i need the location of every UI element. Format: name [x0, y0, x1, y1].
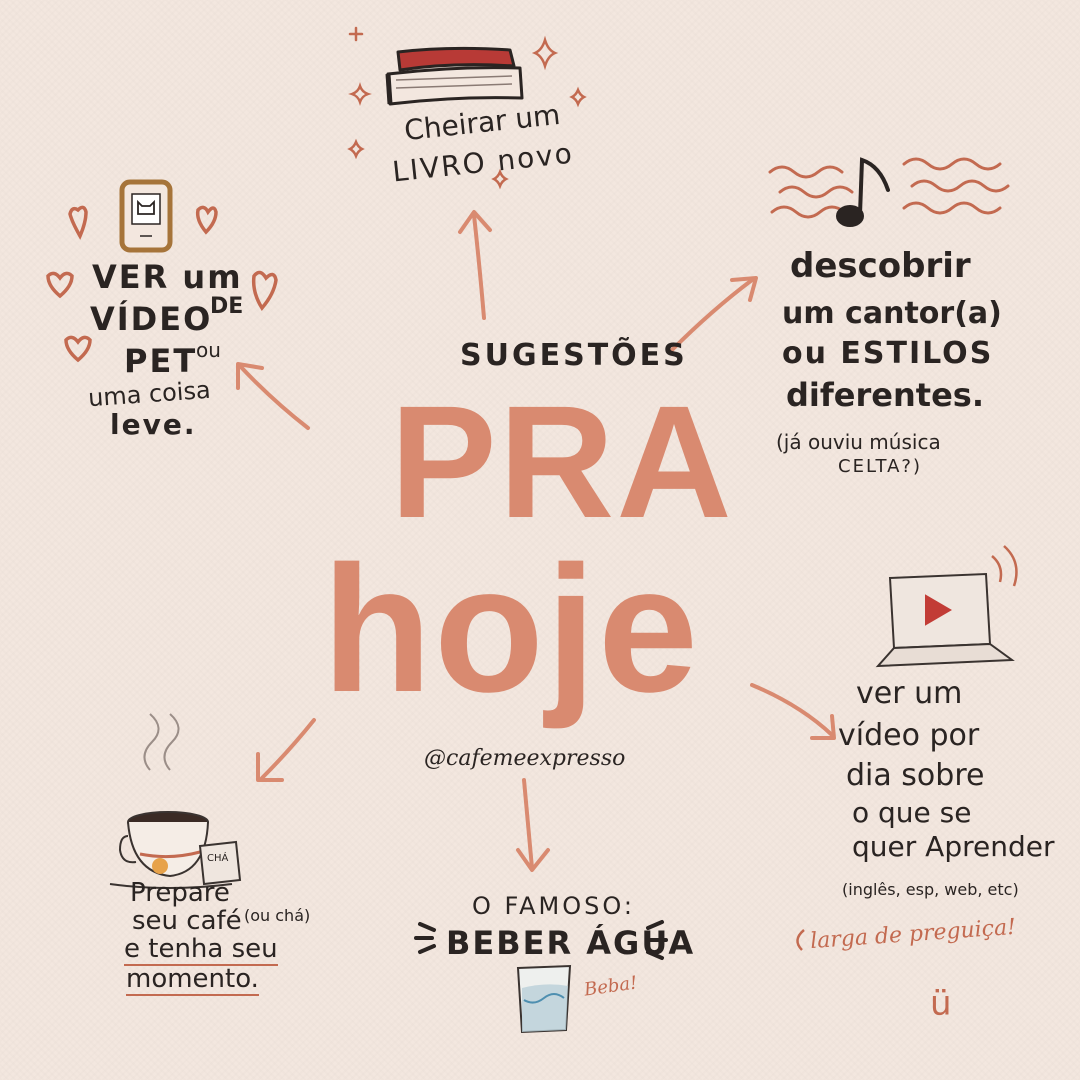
arrow-upleft [238, 364, 310, 430]
video-text-5: quer Aprender [852, 830, 1055, 863]
video-text-3: dia sobre [846, 758, 985, 793]
music-text-2: um cantor(a) [782, 296, 1002, 331]
water-text-2: BEBER ÁGUA [446, 924, 696, 962]
smiley-face: ü [930, 984, 952, 1024]
coffee-text-4: momento. [126, 964, 259, 996]
water-glass-icon [516, 964, 572, 1034]
pet-text-5: leve. [110, 408, 197, 441]
coffee-alt: (ou chá) [244, 906, 311, 925]
arrow-up-head [458, 210, 492, 234]
coffee-text-2: seu café [132, 906, 242, 936]
music-note-icon [836, 157, 890, 227]
heart-icons [46, 205, 278, 363]
coffee-tag: CHÁ [207, 853, 229, 864]
arrow-down-head [516, 848, 550, 872]
music-note-2: CELTA?) [838, 456, 922, 477]
kicker-title: SUGESTÕES [460, 338, 688, 373]
coffee-cup-icon [109, 713, 233, 889]
music-waves [768, 157, 1010, 219]
pet-text-de: DE [210, 294, 244, 319]
arrow-upright [670, 278, 754, 352]
handle-label: @cafemeexpresso [424, 746, 626, 771]
video-note: (inglês, esp, web, etc) [842, 880, 1019, 899]
music-text-1: descobrir [790, 246, 971, 286]
arrow-downright-head [810, 714, 836, 740]
coffee-text-1: Prepare [130, 878, 230, 908]
laptop-icon [875, 545, 1018, 668]
water-text-1: O FAMOSO: [472, 892, 635, 920]
arrow-down [522, 778, 534, 870]
title-line-pra: PRA [390, 372, 734, 551]
arrow-upleft-head [236, 362, 264, 390]
title-line-hoje: hoje [322, 529, 701, 730]
arrow-up [472, 213, 486, 320]
books-icon [385, 46, 524, 106]
coffee-text-3: e tenha seu [124, 934, 278, 966]
tea-box-icon [198, 840, 242, 886]
music-text-4: diferentes. [786, 376, 984, 414]
phone-icon [119, 179, 173, 253]
sparkle-icons [347, 26, 587, 190]
emphasis-marks [414, 920, 668, 960]
arrow-downleft [260, 718, 316, 780]
arrow-upright-head [730, 276, 758, 302]
pet-text-ou: ou [196, 338, 221, 362]
music-note-1: (já ouviu música [776, 430, 941, 454]
video-text-4: o que se [852, 796, 972, 829]
video-text-1: ver um [856, 676, 963, 711]
pet-text-3: PET [124, 342, 198, 380]
video-text-2: vídeo por [838, 718, 980, 753]
bracket-mark [796, 929, 805, 951]
pet-text-1: VER um [92, 258, 243, 296]
pet-text-2: VÍDEO [90, 300, 213, 338]
music-text-3: ou ESTILOS [782, 336, 994, 371]
arrow-downleft-head [256, 752, 284, 782]
arrow-downright [750, 683, 834, 737]
